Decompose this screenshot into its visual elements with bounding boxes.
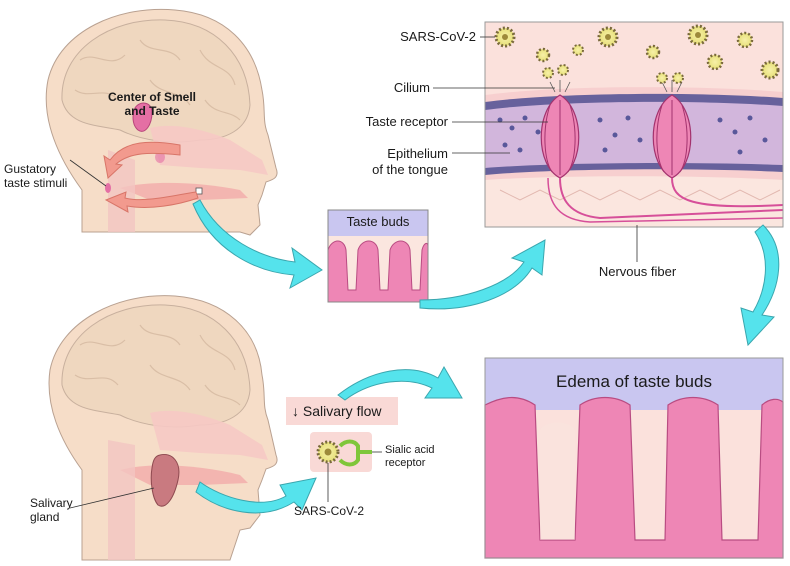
virus-particles-top — [494, 24, 780, 84]
taste-receptor-label: Taste receptor — [365, 114, 448, 129]
gustatory-line2: taste stimuli — [4, 176, 68, 190]
salivary-flow-text: Salivary flow — [302, 403, 382, 419]
sialic-line1: Sialic acid — [385, 444, 435, 456]
cyan-arrow-to-receptor-panel — [419, 239, 546, 310]
nervous-fiber-label: Nervous fiber — [598, 264, 677, 279]
edema-of-taste-buds-label: Edema of taste buds — [556, 372, 712, 391]
down-arrow-icon: ↓ — [292, 403, 299, 419]
top-brain — [61, 19, 251, 143]
cyan-arrow-to-edema-from-flow — [337, 365, 463, 401]
taste-buds-label: Taste buds — [346, 214, 410, 229]
salivary-flow-panel — [286, 397, 398, 472]
salmon-arrow-upper — [103, 141, 181, 179]
cyan-arrow-to-taste-buds — [192, 199, 323, 290]
gustatory-taste-stimuli-label: Gustatory taste stimuli — [4, 162, 84, 190]
center-label-line2: and Taste — [124, 104, 180, 118]
center-of-smell-taste-label: Center of Smell and Taste — [92, 90, 212, 118]
tongue-sample-marker — [195, 187, 203, 195]
salivary-gland-shape — [150, 453, 180, 507]
epithelium-line1: Epithelium — [387, 146, 448, 161]
center-label-line1: Center of Smell — [107, 90, 197, 104]
sars-cov-2-top-label: SARS-CoV-2 — [400, 29, 476, 44]
cyan-arrow-to-edema-panel — [740, 224, 780, 347]
sars-cov-2-bottom-label: SARS-CoV-2 — [293, 504, 365, 518]
salivary-gland-line2: gland — [30, 510, 60, 524]
center-of-smell-taste-spot — [132, 102, 153, 132]
salivary-gland-line1: Salivary — [30, 496, 73, 510]
sialic-line2: receptor — [385, 457, 426, 469]
gustatory-line1: Gustatory — [4, 162, 57, 176]
sialic-acid-receptor-label: Sialic acid receptor — [385, 444, 455, 470]
top-head-illustration — [45, 8, 278, 236]
salmon-arrow-lower — [104, 191, 199, 213]
salivary-gland-label: Salivary gland — [30, 496, 90, 524]
taste-receptor-panel — [484, 21, 784, 228]
edema-panel — [484, 357, 784, 559]
bottom-brain — [61, 304, 251, 428]
taste-buds-panel — [327, 209, 429, 303]
epithelium-label: Epithelium of the tongue — [340, 146, 448, 178]
cyan-arrow-to-salivary-panel — [195, 477, 317, 514]
epithelium-line2: of the tongue — [372, 162, 448, 177]
cilium-label: Cilium — [393, 80, 430, 95]
salivary-flow-label: ↓ Salivary flow — [286, 403, 398, 419]
